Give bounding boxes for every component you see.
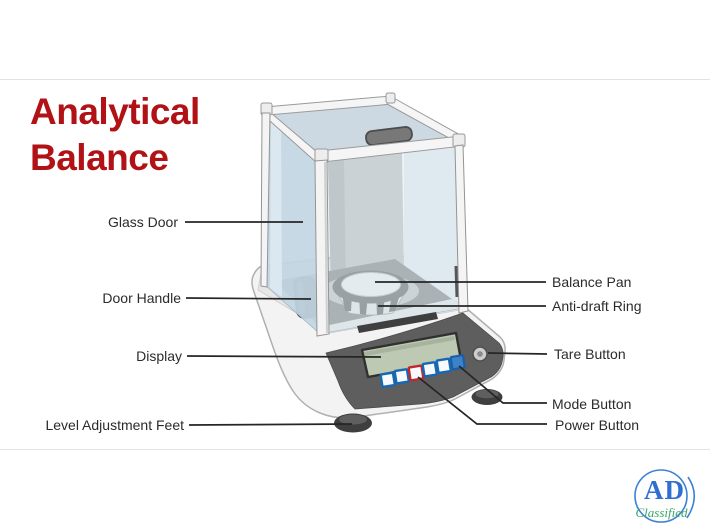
label-anti-draft-ring: Anti-draft Ring: [552, 298, 642, 314]
frame-posts: [260, 112, 469, 337]
post-front-left-shade: [324, 161, 328, 334]
foot-right-top: [475, 389, 499, 399]
tare-button: [472, 346, 488, 362]
frame-corner-blocks: [260, 92, 466, 164]
label-level-adjustment-feet: Level Adjustment Feet: [45, 417, 184, 433]
tare-button-center: [477, 351, 483, 357]
bottom-divider-line: [0, 449, 710, 450]
label-door-handle: Door Handle: [102, 290, 181, 306]
back-glass-area: [404, 142, 463, 305]
mode-button-leader: [458, 365, 547, 404]
display-leader: [186, 355, 382, 358]
button-row: [379, 354, 466, 388]
label-tare-button: Tare Button: [554, 346, 626, 362]
power-button: [407, 364, 425, 382]
power-button-leader: [417, 376, 547, 425]
control-deck: [325, 312, 504, 410]
corner-block-back: [385, 92, 396, 104]
button-4: [421, 361, 438, 378]
level-adjustment-feet: [334, 389, 503, 433]
door-handle-leader: [185, 297, 312, 300]
label-glass-door: Glass Door: [107, 214, 178, 230]
label-display: Display: [136, 348, 182, 364]
vent-slot: [357, 312, 438, 333]
lcd-top-shadow: [364, 336, 455, 356]
back-wall-shade: [328, 160, 346, 291]
tare-button-leader: [487, 352, 548, 355]
button-1: [379, 371, 396, 388]
page-title-line1: Analytical: [30, 91, 200, 132]
draft-shield: [260, 92, 469, 337]
pan-top: [341, 272, 401, 297]
post-back-left: [260, 112, 271, 288]
button-5: [435, 357, 452, 374]
glass-door-left-sheen: [270, 118, 282, 297]
label-mode-button: Mode Button: [552, 396, 632, 412]
logo-subtext: Classified: [635, 505, 688, 520]
page-title-line2: Balance: [30, 136, 169, 178]
top-door-handle: [365, 126, 413, 146]
back-wall: [328, 153, 404, 291]
page-title: Analytical Balance: [30, 89, 200, 181]
balance-pan-assembly: [323, 270, 419, 316]
feet-leader: [188, 423, 353, 426]
label-balance-pan: Balance Pan: [552, 274, 632, 290]
post-right: [454, 144, 469, 314]
leader-lines: [185, 221, 548, 426]
button-2: [393, 368, 410, 385]
frame-bars: [260, 95, 464, 164]
mode-button: [449, 354, 466, 371]
foot-left-top: [339, 414, 367, 425]
logo-ring-icon: [634, 469, 688, 523]
logo-arc-icon: [686, 476, 696, 519]
top-divider-line: [0, 79, 710, 80]
ad-classified-logo: AD Classified: [612, 462, 710, 528]
logo-text: AD: [644, 475, 685, 505]
glass-panel-right: [323, 141, 464, 334]
label-power-button: Power Button: [555, 417, 640, 433]
